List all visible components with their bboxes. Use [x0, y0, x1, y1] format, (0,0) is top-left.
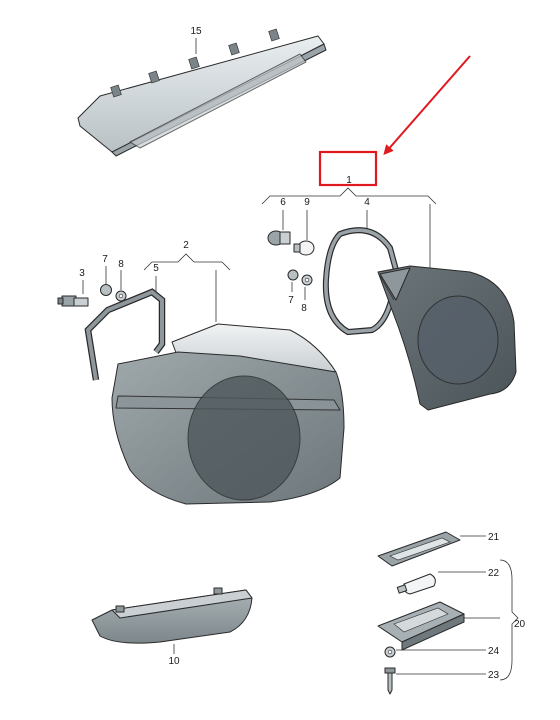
callout-20: 20 [514, 619, 526, 630]
callout-7-left: 7 [102, 254, 108, 265]
part-5-gasket [84, 288, 166, 381]
part-22-bulb [396, 573, 436, 595]
callout-23: 23 [488, 670, 500, 681]
callout-2: 2 [183, 240, 189, 251]
part-2-outer-tail-light [111, 323, 345, 505]
callout-15: 15 [190, 26, 202, 37]
callout-10: 10 [168, 656, 180, 667]
part-7-nut-left [100, 284, 112, 296]
part-15-brake-light [77, 28, 327, 157]
part-9-bulb [293, 240, 315, 256]
callout-21: 21 [488, 532, 500, 543]
part-20-licence-plate-light [377, 601, 465, 651]
callout-8-left: 8 [118, 259, 124, 270]
callout-5: 5 [153, 263, 159, 274]
callout-4: 4 [364, 197, 370, 208]
part-3-bulb-socket [57, 295, 89, 307]
part-8-washer-right [301, 274, 313, 286]
part-8-washer-left [115, 290, 127, 302]
part-21-seal [377, 531, 461, 567]
callout-6: 6 [280, 197, 286, 208]
part-10-reflector [91, 587, 253, 644]
part-24-washer [384, 646, 396, 658]
callout-22: 22 [488, 568, 500, 579]
callout-3: 3 [79, 268, 85, 279]
callout-9: 9 [304, 197, 310, 208]
highlight-arrow [383, 55, 471, 156]
callout-24: 24 [488, 646, 500, 657]
callout-1: 1 [346, 175, 352, 186]
part-1-inner-tail-light [377, 265, 517, 411]
callout-8-right: 8 [301, 303, 307, 314]
part-23-screw [384, 667, 396, 695]
highlight-box [318, 150, 378, 187]
part-6-bulb-holder [267, 230, 291, 246]
part-7-nut-right [287, 269, 299, 281]
callout-7-right: 7 [288, 295, 294, 306]
part-4-gasket [322, 227, 400, 336]
